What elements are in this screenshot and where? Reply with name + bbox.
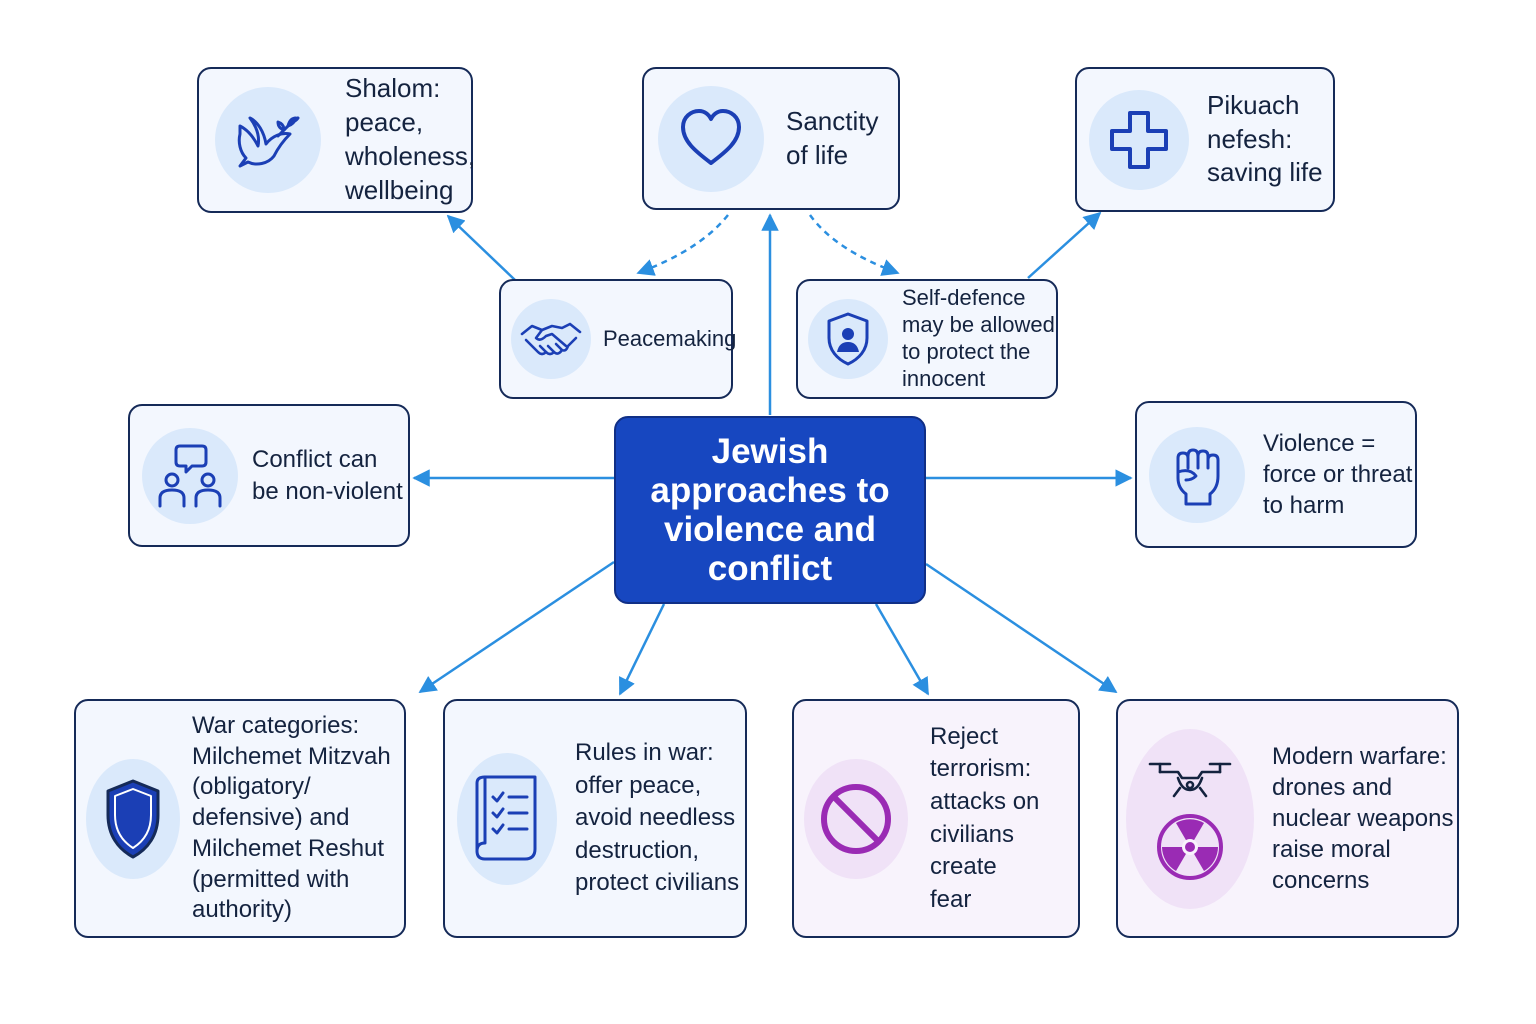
- arrow-to-war-categories: [418, 560, 615, 694]
- arrow-to-pikuach: [1027, 211, 1102, 279]
- shield-icon: [86, 758, 180, 879]
- fist-icon: [1149, 426, 1245, 523]
- node-modern-warfare: Modern warfare: drones and nuclear weapo…: [1116, 699, 1459, 938]
- cross-icon: [1089, 89, 1189, 190]
- node-pikuach-nefesh: Pikuach nefesh: saving life: [1075, 67, 1335, 212]
- heart-icon: [658, 85, 764, 192]
- node-terrorism-label: Reject terrorism: attacks on civilians c…: [930, 722, 1040, 913]
- drone-icon: [1148, 762, 1232, 797]
- node-rules-in-war-label: Rules in war: offer peace, avoid needles…: [575, 738, 740, 897]
- arrow-to-shalom: [446, 214, 516, 281]
- radiation-icon: [1157, 813, 1223, 880]
- node-shalom: Shalom: peace, wholeness, wellbeing: [197, 67, 476, 213]
- arrow-sanctity-peacemaking: [636, 214, 729, 276]
- node-violence-definition: Violence = force or threat to harm: [1135, 401, 1417, 548]
- node-sanctity-of-life: Sanctity of life: [642, 67, 900, 210]
- arrow-to-modern: [925, 562, 1118, 694]
- dove-icon: [215, 87, 321, 193]
- node-self-defence: Self-defence may be allowed to protect t…: [796, 279, 1058, 399]
- node-peacemaking-label: Peacemaking: [603, 325, 737, 351]
- node-reject-terrorism: Reject terrorism: attacks on civilians c…: [792, 699, 1080, 938]
- node-war-categories: War categories: Milchemet Mitzvah (oblig…: [74, 699, 406, 938]
- arrow-to-rules-war: [618, 603, 666, 696]
- node-pikuach-label: Pikuach nefesh: saving life: [1207, 89, 1323, 188]
- node-war-categories-label: War categories: Milchemet Mitzvah (oblig…: [192, 711, 391, 924]
- shield-person-icon: [808, 299, 888, 379]
- node-rules-in-war: Rules in war: offer peace, avoid needles…: [443, 699, 747, 938]
- arrow-sanctity-self-defence: [808, 214, 900, 276]
- node-self-defence-label: Self-defence may be allowed to protect t…: [902, 285, 1055, 391]
- node-non-violent-label: Conflict can be non-violent: [252, 446, 403, 505]
- prohibited-icon: [804, 758, 908, 879]
- central-topic: Jewish approaches to violence and confli…: [614, 416, 926, 604]
- drone-nuclear-icon: [1126, 728, 1254, 909]
- handshake-icon: [511, 299, 591, 379]
- node-peacemaking: Peacemaking: [499, 279, 737, 399]
- node-modern-warfare-label: Modern warfare: drones and nuclear weapo…: [1272, 742, 1454, 895]
- node-violence-label: Violence = force or threat to harm: [1263, 429, 1413, 520]
- node-shalom-label: Shalom: peace, wholeness, wellbeing: [345, 73, 476, 205]
- node-conflict-non-violent: Conflict can be non-violent: [128, 404, 410, 547]
- central-topic-label: Jewish approaches to violence and confli…: [650, 431, 890, 589]
- arrow-to-terrorism: [874, 603, 930, 696]
- checklist-icon: [457, 752, 557, 885]
- people-speech-icon: [142, 427, 238, 524]
- node-sanctity-label: Sanctity of life: [786, 105, 879, 170]
